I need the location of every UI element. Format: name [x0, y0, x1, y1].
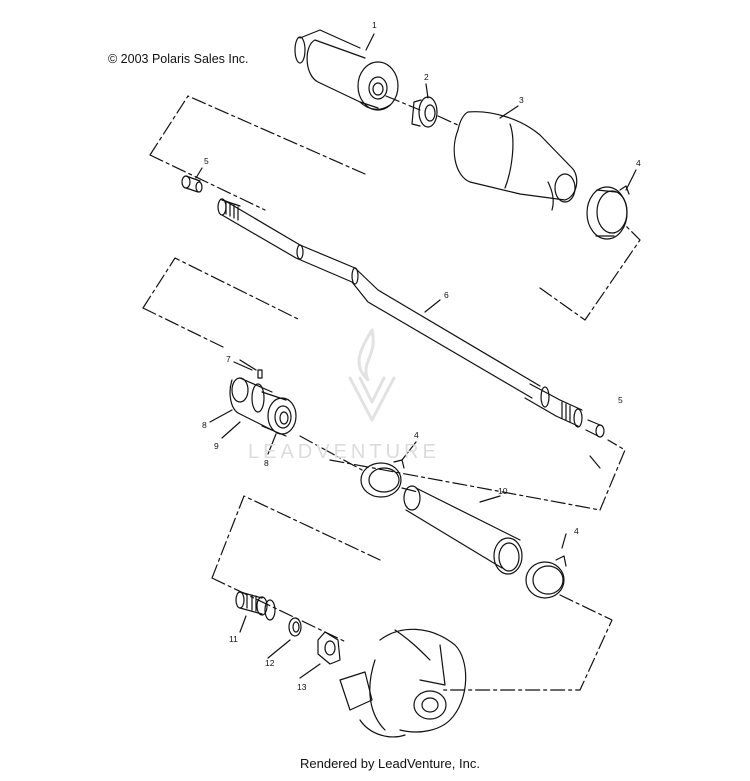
callout-12: 12 — [265, 658, 275, 668]
callout-5-top: 5 — [204, 156, 209, 166]
part-5-bushing-bottom — [585, 419, 605, 438]
callout-1: 1 — [372, 20, 377, 30]
watermark-text: LEADVENTURE — [248, 441, 440, 463]
part-8-9-bearing-housing — [229, 377, 297, 437]
callouts: 1 2 3 4 5 6 7 5 8 9 8 4 10 4 11 12 13 — [202, 20, 641, 692]
callout-9: 9 — [214, 441, 219, 451]
part-12-washer — [288, 617, 302, 637]
part-4-clamp-top — [586, 185, 630, 240]
leader-frame-1 — [149, 95, 641, 321]
part-2-washer — [411, 96, 438, 128]
leader-frame-3 — [211, 495, 613, 691]
part-3-boot — [453, 111, 578, 211]
callout-13: 13 — [297, 682, 307, 692]
part-5-bushing-top — [181, 175, 203, 193]
part-13-retainer-plate — [317, 631, 341, 665]
callout-2: 2 — [424, 72, 429, 82]
callout-10: 10 — [498, 486, 508, 496]
part-4-clamp-middle — [360, 459, 405, 498]
callout-7: 7 — [226, 354, 231, 364]
callout-3: 3 — [519, 95, 524, 105]
callout-4-top: 4 — [636, 158, 641, 168]
leadventure-logo-watermark — [348, 328, 396, 422]
drive-clutch-housing — [339, 628, 467, 738]
callout-6: 6 — [444, 290, 449, 300]
part-6-driveshaft — [217, 198, 583, 428]
part-10-tube — [403, 485, 523, 575]
callout-4-middle: 4 — [414, 430, 419, 440]
part-4-clamp-lower — [525, 555, 567, 599]
part-11-stub-shaft — [235, 591, 276, 621]
callout-8-lower: 8 — [264, 458, 269, 468]
copyright-notice: © 2003 Polaris Sales Inc. — [108, 52, 249, 66]
footer-credit: Rendered by LeadVenture, Inc. — [300, 756, 480, 771]
leader-frame-2 — [142, 257, 626, 511]
callout-4-lower: 4 — [574, 526, 579, 536]
part-1-coupler — [294, 29, 399, 111]
callout-8-upper: 8 — [202, 420, 207, 430]
part-7-grease-fitting — [239, 359, 263, 379]
callout-11: 11 — [229, 634, 238, 644]
callout-5-mid: 5 — [618, 395, 623, 405]
